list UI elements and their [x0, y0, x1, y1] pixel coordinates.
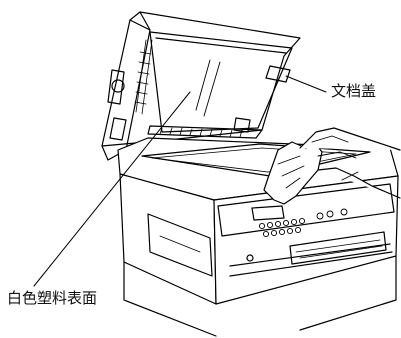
leader-line-white-surface — [33, 91, 191, 287]
callout-document-cover: 文档盖 — [331, 82, 377, 100]
callout-white-plastic-surface: 白色塑料表面 — [7, 289, 98, 307]
leader-line-cover — [285, 75, 327, 93]
hand-with-cloth — [263, 127, 401, 205]
scanner-body — [117, 137, 399, 337]
document-cover-lid — [101, 11, 301, 161]
